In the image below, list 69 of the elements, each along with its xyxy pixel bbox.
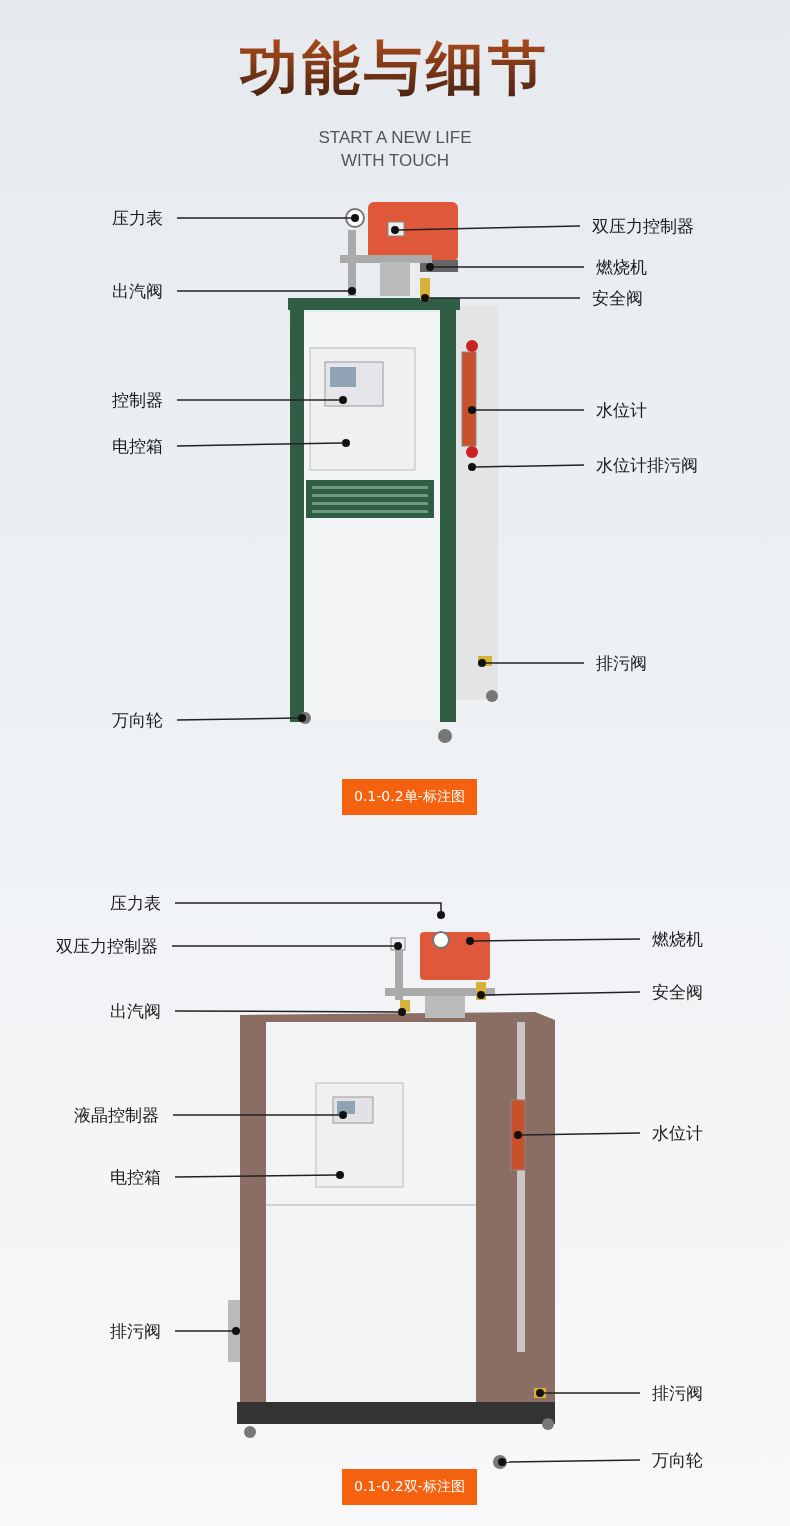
part-label: 出汽阀 xyxy=(110,1000,175,1022)
leader-line xyxy=(174,1174,337,1178)
leader-dot xyxy=(478,659,486,667)
part-label: 压力表 xyxy=(110,892,175,914)
part-label: 万向轮 xyxy=(640,1449,703,1471)
leader-line xyxy=(171,945,395,947)
leader-line xyxy=(473,938,641,942)
leader-dot xyxy=(339,396,347,404)
part-label: 万向轮 xyxy=(112,709,177,731)
leader-line xyxy=(172,1114,340,1116)
leader-line xyxy=(176,399,340,401)
leader-dot xyxy=(394,942,402,950)
leader-dot xyxy=(232,1327,240,1335)
part-label: 燃烧机 xyxy=(640,928,703,950)
leader-line xyxy=(484,991,641,996)
leader-dot xyxy=(477,991,485,999)
leader-line xyxy=(505,1459,641,1463)
leader-line xyxy=(398,225,581,231)
leader-line xyxy=(176,290,349,292)
caption-tag: 0.1-0.2单-标注图 xyxy=(342,779,477,815)
leader-dot xyxy=(298,714,306,722)
part-label: 液晶控制器 xyxy=(74,1104,173,1126)
leader-dot xyxy=(498,1458,506,1466)
leader-dot xyxy=(421,294,429,302)
leader-line xyxy=(475,409,585,411)
leader-dot xyxy=(426,263,434,271)
leader-line xyxy=(176,217,352,219)
leader-dot xyxy=(468,406,476,414)
part-label: 双压力控制器 xyxy=(580,215,694,237)
leader-line xyxy=(475,464,585,468)
part-label: 压力表 xyxy=(112,207,177,229)
leader-dot xyxy=(391,226,399,234)
leader-line xyxy=(176,717,299,721)
part-label: 燃烧机 xyxy=(584,256,647,278)
leader-dot xyxy=(342,439,350,447)
leader-line xyxy=(433,266,585,268)
part-label: 水位计 xyxy=(640,1122,703,1144)
part-label: 排污阀 xyxy=(640,1382,703,1404)
part-label: 水位计 xyxy=(584,399,647,421)
leader-line xyxy=(521,1132,641,1136)
leader-dot xyxy=(466,937,474,945)
leader-dot xyxy=(398,1008,406,1016)
part-label: 双压力控制器 xyxy=(56,935,172,957)
part-label: 排污阀 xyxy=(584,652,647,674)
part-label: 安全阀 xyxy=(640,981,703,1003)
leader-line xyxy=(174,1010,399,1013)
leader-dot xyxy=(348,287,356,295)
part-label: 安全阀 xyxy=(580,287,643,309)
caption-tag: 0.1-0.2双-标注图 xyxy=(342,1469,477,1505)
leader-dot xyxy=(468,463,476,471)
part-label: 控制器 xyxy=(112,389,177,411)
leader-line xyxy=(176,442,343,447)
leader-dot xyxy=(536,1389,544,1397)
part-label: 电控箱 xyxy=(110,1166,175,1188)
leader-dot xyxy=(339,1111,347,1119)
part-label: 出汽阀 xyxy=(112,280,177,302)
leader-line xyxy=(174,902,442,912)
leader-dot xyxy=(336,1171,344,1179)
part-label: 电控箱 xyxy=(112,435,177,457)
leader-line xyxy=(543,1392,641,1394)
leader-dot xyxy=(514,1131,522,1139)
leader-line xyxy=(428,297,581,299)
part-label: 排污阀 xyxy=(110,1320,175,1342)
leader-dot xyxy=(437,911,445,919)
leader-dot xyxy=(351,214,359,222)
part-label: 水位计排污阀 xyxy=(584,454,698,476)
leader-line xyxy=(485,662,585,664)
leader-line xyxy=(174,1330,233,1332)
subtitle: START A NEW LIFE WITH TOUCH xyxy=(317,127,473,172)
